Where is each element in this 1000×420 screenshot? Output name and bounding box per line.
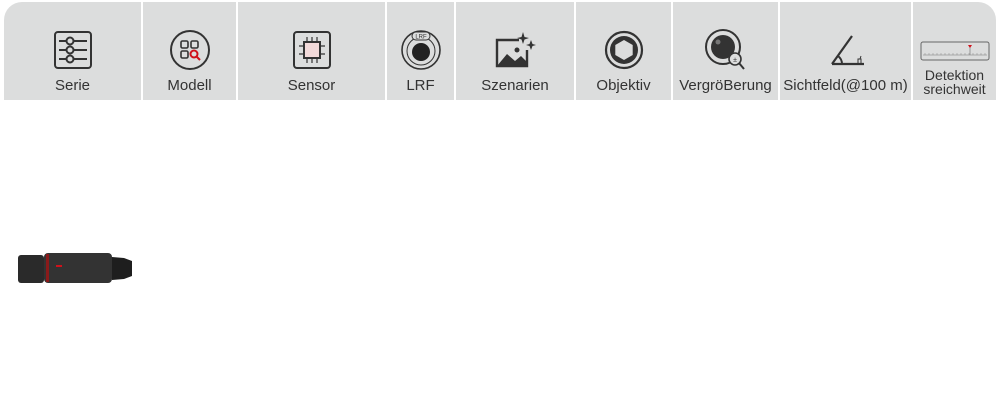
svg-text:±: ± <box>733 57 737 64</box>
lrf-icon: LRF <box>400 24 442 76</box>
sliders-icon <box>53 24 93 76</box>
column-objektiv[interactable]: Objektiv <box>576 2 673 100</box>
scenery-icon <box>493 24 537 76</box>
column-label: Sensor <box>287 77 336 94</box>
column-label: VergröBerung <box>679 77 772 94</box>
svg-text:LRF: LRF <box>415 35 427 41</box>
column-label: LRF <box>406 77 435 94</box>
column-label: Sichtfeld(@100 m) <box>783 77 908 94</box>
product-image-thermal-monocular[interactable] <box>16 248 134 288</box>
column-sensor[interactable]: Sensor <box>238 2 387 100</box>
column-szenarien[interactable]: Szenarien <box>456 2 576 100</box>
column-label: Szenarien <box>481 77 549 94</box>
aperture-icon <box>604 24 644 76</box>
field-of-view-icon <box>824 24 868 76</box>
ruler-icon <box>920 24 990 76</box>
column-serie[interactable]: Serie <box>4 2 143 100</box>
column-sichtfeld[interactable]: Sichtfeld(@100 m) <box>780 2 913 100</box>
model-search-icon <box>169 24 211 76</box>
column-label: Serie <box>54 77 91 94</box>
column-label: Modell <box>167 77 212 94</box>
chip-icon <box>292 24 332 76</box>
column-label: Objektiv <box>596 77 651 94</box>
column-lrf[interactable]: LRF LRF <box>387 2 456 100</box>
column-modell[interactable]: Modell <box>143 2 238 100</box>
comparison-header: Serie Modell Sensor LRF LRF Szenarien Ob… <box>4 2 996 100</box>
column-vergroesserung[interactable]: ± VergröBerung <box>673 2 780 100</box>
magnify-lens-icon: ± <box>704 24 748 76</box>
